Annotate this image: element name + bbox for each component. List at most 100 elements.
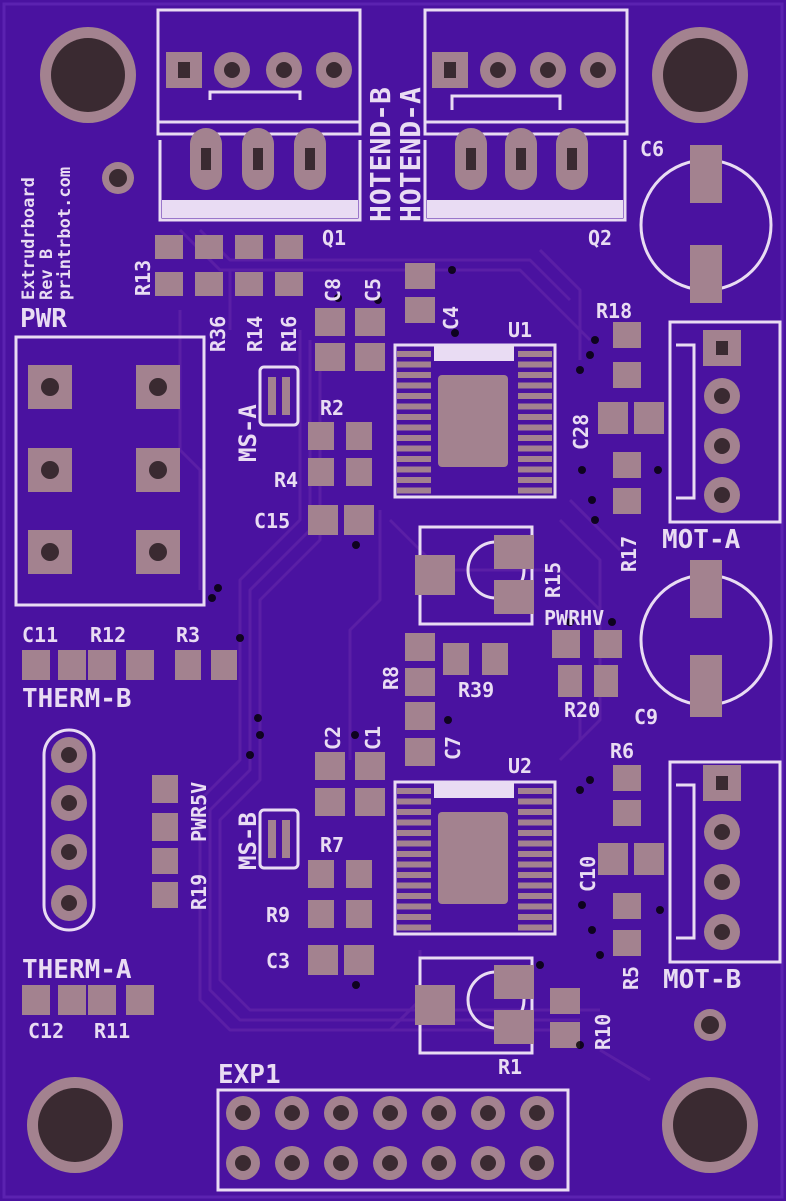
exp1-pin-hole — [382, 1105, 398, 1121]
ic-pin — [518, 903, 552, 910]
r18-label: R18 — [596, 299, 632, 323]
ic-pin — [397, 435, 431, 441]
c6-label: C6 — [640, 137, 664, 161]
hotend-b-connector — [156, 8, 362, 136]
ic-pin — [518, 393, 552, 399]
ic-pin — [518, 445, 552, 452]
ic-pin — [397, 424, 431, 431]
c9-label: C9 — [634, 705, 658, 729]
ic-pin — [397, 872, 431, 878]
ic-pin — [518, 882, 552, 889]
r10-resistor — [550, 988, 580, 1048]
exp1-pin-hole — [284, 1155, 300, 1171]
mot-b-label: MOT-B — [663, 965, 741, 995]
ic-pin — [397, 361, 431, 368]
r5-label: R5 — [619, 966, 643, 990]
mot-a-label: MOT-A — [662, 525, 741, 555]
exp1-header — [216, 1088, 570, 1192]
c7-label: C7 — [441, 736, 465, 760]
c8-label: C8 — [321, 278, 345, 302]
r6-c10-r5-cluster — [598, 765, 664, 956]
ic-pin — [518, 435, 552, 441]
therm-b-parts — [22, 650, 237, 680]
therm-a-parts — [22, 985, 154, 1015]
exp1-pin-hole — [480, 1105, 496, 1121]
r39-label: R39 — [458, 678, 494, 702]
c28-label: C28 — [569, 414, 593, 450]
ic-pin — [397, 798, 431, 805]
ic-pin — [397, 403, 431, 410]
ic-pin — [397, 477, 431, 483]
ic-pin — [518, 819, 552, 826]
exp1-pin-hole — [480, 1155, 496, 1171]
r4-label: R4 — [274, 468, 298, 492]
c1-label: C1 — [361, 726, 385, 750]
exp1-pin-hole — [333, 1155, 349, 1171]
pwr-label: PWR — [20, 304, 67, 334]
exp1-pin-hole — [431, 1155, 447, 1171]
c2-c1-capacitors — [315, 752, 385, 816]
r20-label: R20 — [564, 698, 600, 722]
exp1-label: EXP1 — [218, 1060, 281, 1090]
pwr5v-label: PWR5V — [187, 782, 211, 842]
therm-b-label: THERM-B — [22, 684, 132, 714]
exp1-pin-hole — [529, 1155, 545, 1171]
ic-pin — [397, 788, 431, 794]
c12-label: C12 — [28, 1019, 64, 1043]
c5-label: C5 — [361, 278, 385, 302]
pwrhv-label: PWRHV — [544, 606, 604, 630]
r12-label: R12 — [90, 623, 126, 647]
r8-label: R8 — [379, 666, 403, 690]
u1-driver — [393, 343, 557, 499]
ic-pin — [518, 840, 552, 847]
ic-pin — [518, 487, 552, 494]
ic-pin — [518, 477, 552, 483]
u2-label: U2 — [508, 754, 532, 778]
r1-sense-component — [415, 956, 534, 1055]
r10-label: R10 — [591, 1014, 615, 1050]
r15-sense-component — [415, 525, 534, 626]
ic-pin — [397, 393, 431, 399]
mot-a-connector — [668, 320, 782, 524]
hotend-b-label: HOTEND-B — [364, 87, 397, 222]
r6-label: R6 — [610, 739, 634, 763]
u1-label: U1 — [508, 318, 532, 342]
c10-label: C10 — [576, 856, 600, 892]
q1-label: Q1 — [322, 226, 346, 250]
ic-pin — [518, 351, 552, 357]
r2-r4-c15-cluster — [308, 422, 374, 535]
ic-pin — [397, 372, 431, 378]
board-url-label: printrbot.com — [55, 167, 75, 300]
q1-transistor — [158, 128, 362, 222]
therm-header — [42, 728, 96, 932]
ms-b-label: MS-B — [234, 812, 262, 870]
ic-pin — [518, 798, 552, 805]
ic-pin — [397, 840, 431, 847]
ic-pin — [518, 788, 552, 794]
ms-a-jumper — [258, 365, 300, 427]
r36-label: R36 — [206, 316, 230, 352]
ic-pin — [397, 414, 431, 420]
exp1-pin-hole — [382, 1155, 398, 1171]
ic-pin — [518, 830, 552, 836]
ic-pin — [518, 361, 552, 368]
board-rev-label: Rev B — [37, 249, 57, 300]
c15-label: C15 — [254, 509, 290, 533]
c9-capacitor — [639, 560, 773, 717]
q2-label: Q2 — [588, 226, 612, 250]
ic-pin — [397, 456, 431, 462]
q2-transistor — [423, 128, 627, 222]
c3-label: C3 — [266, 949, 290, 973]
ic-pin — [397, 445, 431, 452]
r7-label: R7 — [320, 833, 344, 857]
r1-label: R1 — [498, 1055, 522, 1079]
ic-pin — [397, 382, 431, 389]
ic-pin — [397, 830, 431, 836]
ic-pin — [518, 851, 552, 857]
ic-pin — [397, 903, 431, 910]
r7-r9-c3-cluster — [308, 860, 374, 975]
exp1-pin-hole — [235, 1105, 251, 1121]
exp1-pin-hole — [333, 1105, 349, 1121]
exp1-pin-hole — [284, 1105, 300, 1121]
